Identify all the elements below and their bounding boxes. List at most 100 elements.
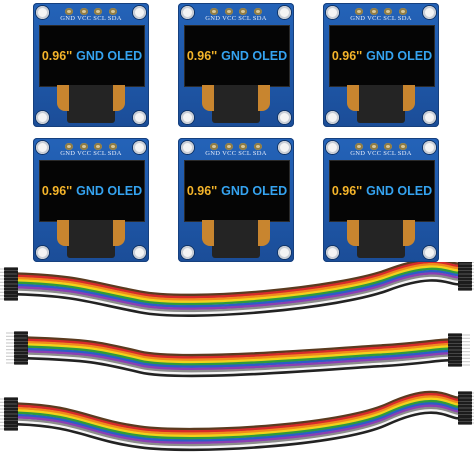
header-pins — [355, 8, 407, 15]
dupont-housing — [448, 343, 462, 347]
mount-hole — [423, 141, 436, 154]
mount-hole — [181, 6, 194, 19]
dupont-pin — [0, 268, 4, 270]
dupont-pin — [0, 275, 4, 277]
pin-labels: GND VCC SCL SDA — [60, 15, 122, 22]
jumper-wire — [26, 347, 450, 369]
dupont-pin — [472, 278, 474, 280]
jumper-wire — [16, 411, 460, 452]
dupont-pin — [0, 398, 4, 400]
dupont-housing — [458, 287, 472, 291]
dupont-housing — [14, 351, 28, 355]
dupont-housing — [4, 410, 18, 414]
mount-hole — [36, 6, 49, 19]
dupont-housing — [458, 264, 472, 268]
dupont-housing — [4, 297, 18, 301]
mount-hole — [181, 246, 194, 259]
dupont-housing — [448, 350, 462, 354]
mount-hole — [423, 246, 436, 259]
jumper-wire — [16, 274, 460, 313]
dupont-housing — [14, 334, 28, 338]
jumper-wire — [26, 354, 450, 375]
mount-hole — [326, 6, 339, 19]
oled-module: GND VCC SCL SDA 0.96''GND OLED — [323, 138, 439, 262]
jumper-wire — [26, 336, 450, 357]
jumper-wire — [16, 269, 460, 308]
mount-hole — [36, 141, 49, 154]
screen-label-text: GND OLED — [366, 49, 433, 63]
dupont-housing — [458, 391, 472, 395]
dupont-pin — [0, 418, 4, 420]
jumper-wire — [26, 352, 450, 373]
dupont-pin — [472, 275, 474, 277]
dupont-housing — [448, 340, 462, 344]
mount-hole — [278, 141, 291, 154]
flex-ribbon — [57, 85, 125, 123]
dupont-housing — [4, 270, 18, 274]
dupont-pin — [6, 352, 14, 354]
dupont-pin — [6, 332, 14, 334]
dupont-pin — [472, 412, 474, 414]
dupont-housing — [4, 404, 18, 408]
mount-hole — [326, 111, 339, 124]
dupont-pin — [6, 355, 14, 357]
dupont-housing — [458, 262, 472, 264]
dupont-housing — [448, 353, 462, 357]
dupont-housing — [458, 404, 472, 408]
dupont-housing — [448, 363, 462, 367]
dupont-pin — [0, 271, 4, 273]
dupont-pin — [462, 347, 470, 349]
dupont-pin — [472, 402, 474, 404]
dupont-pin — [472, 262, 474, 263]
jumper-wire — [26, 357, 450, 378]
mount-hole — [181, 111, 194, 124]
dupont-pin — [0, 281, 4, 283]
dupont-pin — [0, 415, 4, 417]
pin-labels: GND VCC SCL SDA — [350, 150, 412, 157]
oled-screen: 0.96''GND OLED — [39, 25, 145, 87]
dupont-pin — [472, 409, 474, 411]
dupont-pin — [462, 351, 470, 353]
header-pins — [210, 143, 262, 150]
screen-size-text: 0.96'' — [41, 184, 73, 198]
screen-size-text: 0.96'' — [331, 184, 363, 198]
mount-hole — [278, 6, 291, 19]
dupont-housing — [458, 284, 472, 288]
dupont-pin — [472, 395, 474, 397]
dupont-pin — [0, 405, 4, 407]
dupont-housing — [14, 338, 28, 342]
dupont-pin — [472, 405, 474, 407]
dupont-housing — [4, 274, 18, 278]
jumper-wire — [16, 404, 460, 445]
flex-ribbon — [202, 220, 270, 258]
dupont-pin — [0, 408, 4, 410]
mount-hole — [36, 246, 49, 259]
mount-hole — [326, 141, 339, 154]
dupont-pin — [472, 399, 474, 401]
mount-hole — [133, 141, 146, 154]
dupont-housing — [458, 277, 472, 281]
mount-hole — [278, 246, 291, 259]
screen-label-text: GND OLED — [221, 49, 288, 63]
jumper-wire — [16, 262, 460, 299]
dupont-housing — [4, 287, 18, 291]
dupont-pin — [462, 337, 470, 339]
jumper-wire — [16, 390, 460, 431]
jumper-wire — [26, 338, 450, 359]
mount-hole — [278, 111, 291, 124]
dupont-pin — [472, 392, 474, 394]
dupont-housing — [448, 333, 462, 337]
dupont-pin — [6, 349, 14, 351]
dupont-pin — [0, 425, 4, 427]
jumper-wire — [16, 272, 460, 311]
dupont-pin — [0, 291, 4, 293]
dupont-pin — [6, 339, 14, 341]
dupont-housing — [458, 401, 472, 405]
jumper-wire — [16, 402, 460, 442]
header-pins — [65, 143, 117, 150]
dupont-housing — [14, 358, 28, 362]
dupont-housing — [14, 341, 28, 345]
jumper-wire — [16, 263, 460, 301]
dupont-pin — [462, 354, 470, 356]
oled-screen: 0.96''GND OLED — [39, 160, 145, 222]
